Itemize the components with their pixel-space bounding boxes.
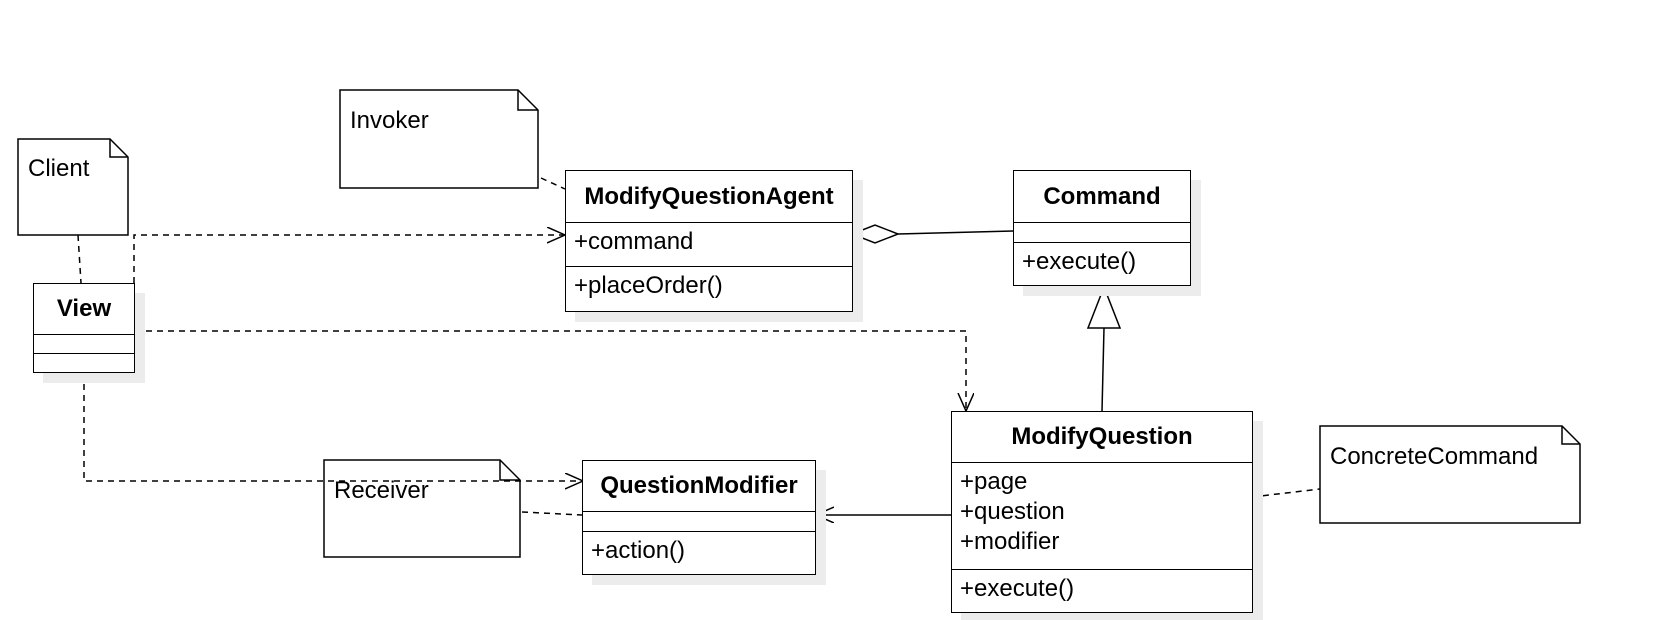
- operation: +placeOrder(): [574, 272, 723, 299]
- operation: +execute(): [960, 575, 1075, 602]
- attribute: +modifier: [960, 528, 1060, 555]
- class-attributes: [583, 512, 815, 532]
- class-name: Command: [1014, 171, 1190, 223]
- invoker-agent-anchor: [540, 177, 566, 190]
- view-to-modifier-dependency: [83, 373, 583, 481]
- note-receiver-label: Receiver: [334, 477, 429, 504]
- class-view[interactable]: View: [33, 283, 135, 373]
- class-name: ModifyQuestionAgent: [566, 171, 852, 223]
- note-invoker: Invoker: [339, 89, 539, 189]
- generalization-triangle: [1086, 284, 1122, 329]
- note-invoker-label: Invoker: [350, 107, 429, 134]
- class-operations: +placeOrder(): [566, 267, 852, 305]
- client-view-anchor: [77, 234, 82, 284]
- attribute: +command: [574, 228, 694, 255]
- operation: +action(): [591, 537, 686, 564]
- aggregation-diamond: [849, 224, 901, 244]
- class-attributes: [34, 335, 134, 354]
- class-command[interactable]: Command +execute(): [1013, 170, 1191, 286]
- class-modify-question[interactable]: ModifyQuestion +page +question +modifier…: [951, 411, 1253, 613]
- class-name: QuestionModifier: [583, 461, 815, 512]
- view-to-modifyquestion-dependency: [135, 330, 966, 411]
- class-modify-question-agent[interactable]: ModifyQuestionAgent +command +placeOrder…: [565, 170, 853, 312]
- attribute: +page: [960, 468, 1028, 495]
- concrete-command-anchor: [1251, 488, 1321, 498]
- class-operations: +execute(): [1014, 243, 1190, 281]
- class-attributes: [1014, 223, 1190, 243]
- view-to-agent-dependency: [133, 235, 565, 283]
- note-concrete-command: ConcreteCommand: [1319, 425, 1581, 524]
- aggregation-line: [897, 230, 1014, 235]
- receiver-modifier-anchor: [521, 511, 583, 516]
- note-client: Client: [17, 138, 129, 236]
- class-name: View: [34, 284, 134, 335]
- operation: +execute(): [1022, 248, 1137, 275]
- note-concrete-command-label: ConcreteCommand: [1330, 443, 1538, 470]
- class-question-modifier[interactable]: QuestionModifier +action(): [582, 460, 816, 575]
- attribute: +question: [960, 498, 1065, 525]
- class-operations: +execute(): [952, 570, 1252, 608]
- class-attributes: +page +question +modifier: [952, 463, 1252, 570]
- note-client-label: Client: [28, 155, 90, 182]
- class-operations: +action(): [583, 532, 815, 570]
- generalization-line: [1101, 327, 1105, 412]
- class-attributes: +command: [566, 223, 852, 267]
- note-receiver: [323, 459, 521, 558]
- class-name: ModifyQuestion: [952, 412, 1252, 463]
